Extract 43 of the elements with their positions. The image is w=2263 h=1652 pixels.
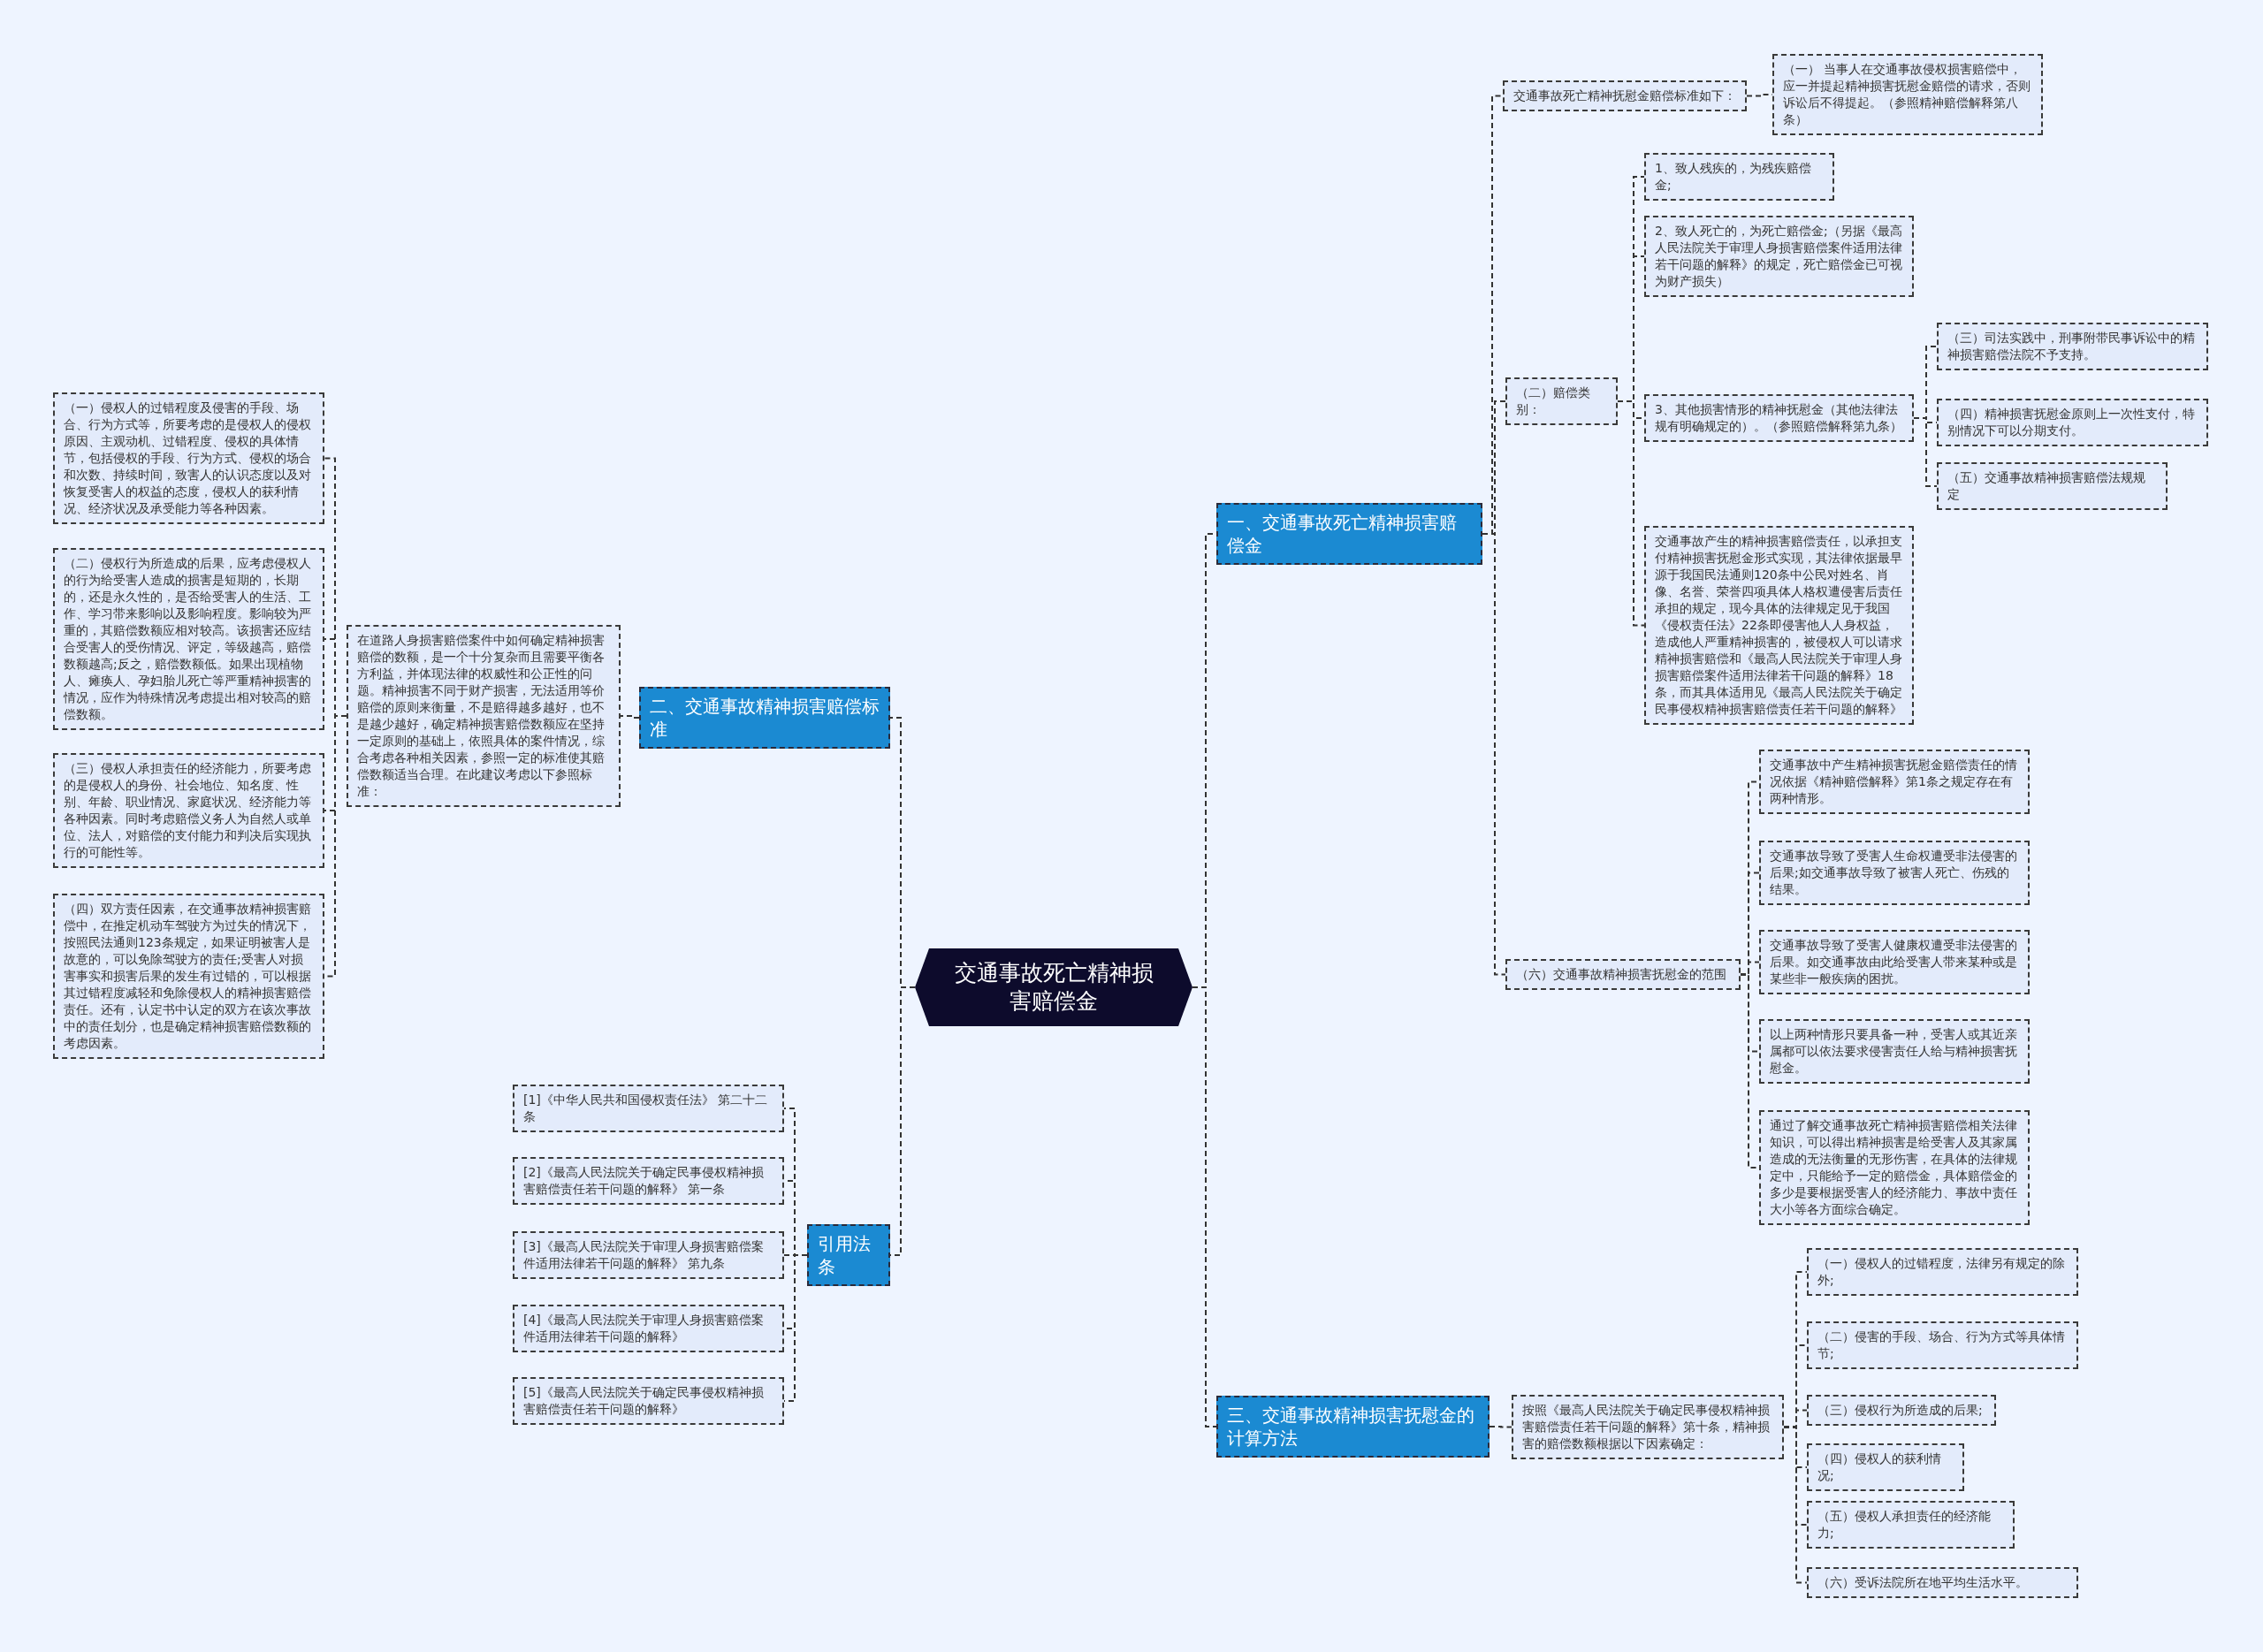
text-box: [5]《最高人民法院关于确定民事侵权精神损害赔偿责任若干问题的解释》 (513, 1377, 784, 1425)
text-box: （二）侵害的手段、场合、行为方式等具体情节; (1807, 1321, 2078, 1369)
text-box: 2、致人死亡的，为死亡赔偿金;（另据《最高人民法院关于审理人身损害赔偿案件适用法律若干问题的解释》的规定，死亡赔偿金已可视为财产损失） (1644, 216, 1914, 297)
text-box: [1]《中华人民共和国侵权责任法》 第二十二条 (513, 1085, 784, 1132)
text-box: 1、致人残疾的，为残疾赔偿金; (1644, 153, 1834, 201)
text-box: （六）受诉法院所在地平均生活水平。 (1807, 1567, 2078, 1598)
connector-line (620, 715, 640, 719)
text-box: （二）赔偿类别： (1505, 377, 1618, 425)
connector-line (1783, 1426, 1808, 1584)
text-box: （四）精神损害抚慰金原则上一次性支付，特别情况下可以分期支付。 (1937, 399, 2208, 446)
text-box: （五）侵权人承担责任的经济能力; (1807, 1501, 2015, 1549)
branch-box: 一、交通事故死亡精神损害赔偿金 (1216, 503, 1482, 565)
text-box: （一） 当事人在交通事故侵权损害赔偿中，应一并提起精神损害抚慰金赔偿的请求，否则诉讼后不得提起。（参照精神赔偿解释第八条） (1772, 54, 2043, 135)
text-box: 交通事故中产生精神损害抚慰金赔偿责任的情况依据《精神赔偿解释》第1条之规定存在有两种情形。 (1759, 750, 2030, 814)
connector-line (1913, 417, 1938, 487)
text-box: 以上两种情形只要具备一种，受害人或其近亲属都可以依法要求侵害责任人给与精神损害抚慰金。 (1759, 1019, 2030, 1084)
text-box: [4]《最高人民法院关于审理人身损害赔偿案件适用法律若干问题的解释》 (513, 1305, 784, 1352)
text-box: （四）双方责任因素，在交通事故精神损害赔偿中，在推定机动车驾驶方为过失的情况下，按照民法通则123条规定，如果证明被害人是故意的，可以免除驾驶方的责任;受害人对损害事实和损害后果的发生有过错的，可以根据其过错程度减轻和免除侵权人的精神损害赔偿责任。还有，认定书中认定的双方在该次事故中的责任划分，也是确定精神损害赔偿数额的考虑因素。 (53, 894, 324, 1059)
central-topic: 交通事故死亡精神损害赔偿金 (915, 948, 1192, 1026)
text-box: [2]《最高人民法院关于确定民事侵权精神损害赔偿责任若干问题的解释》 第一条 (513, 1157, 784, 1205)
text-box: （六）交通事故精神损害抚慰金的范围 (1505, 959, 1741, 990)
text-box: [3]《最高人民法院关于审理人身损害赔偿案件适用法律若干问题的解释》 第九条 (513, 1231, 784, 1279)
text-box: （四）侵权人的获利情况; (1807, 1443, 1964, 1491)
text-box: 通过了解交通事故死亡精神损害赔偿相关法律知识，可以得出精神损害是给受害人及其家属造成的无法衡量的无形伤害，在具体的法律规定中，只能给予一定的赔偿金，具体赔偿金的多少是要根据受害人的经济能力、事故中责任大小等各方面综合确定。 (1759, 1110, 2030, 1225)
text-box: （三）司法实践中，刑事附带民事诉讼中的精神损害赔偿法院不予支持。 (1937, 323, 2208, 370)
text-box: （一）侵权人的过错程度及侵害的手段、场合、行为方式等，所要考虑的是侵权人的侵权原因、主观动机、过错程度、侵权的具体情节，包括侵权的手段、行为方式、侵权的场合和次数、持续时间，致害人的认识态度以及对恢复受害人的权益的态度，侵权人的获利情况、经济状况及承受能力等各种因素。 (53, 392, 324, 524)
text-box: 按照《最高人民法院关于确定民事侵权精神损害赔偿责任若干问题的解释》第十条，精神损害的赔偿数额根据以下因素确定： (1512, 1395, 1784, 1459)
text-box: 交通事故产生的精神损害赔偿责任，以承担支付精神损害抚慰金形式实现，其法律依据最早源于我国民法通则120条中公民对姓名、肖像、名誉、荣誉四项具体人格权遭侵害后责任承担的规定，现今具体的法律规定见于我国《侵权责任法》22条即侵害他人人身权益，造成他人严重精神损害的，被侵权人可以请求精神损害赔偿和《最高人民法院关于审理人身损害赔偿案件适用法律若干问题的解释》18条，而其具体适用见《最高人民法院关于确定民事侵权精神损害赔偿责任若干问题的解释》 (1644, 526, 1914, 725)
text-box: （三）侵权行为所造成的后果; (1807, 1395, 1996, 1426)
connector-line (1617, 400, 1645, 627)
text-box: （一）侵权人的过错程度，法律另有规定的除外; (1807, 1248, 2078, 1296)
text-box: 在道路人身损害赔偿案件中如何确定精神损害赔偿的数额，是一个十分复杂而且需要平衡各方利益，并体现法律的权威性和公正性的问题。精神损害不同于财产损害，无法适用等价赔偿的原则来衡量，不是赔得越多越好，也不是越少越好，确定精神损害赔偿数额应在坚持一定原则的基础上，依照具体的案件情况，综合考虑各种相关因素，参照一定的标准使其赔偿数额适当合理。在此建议考虑以下参照标准： (347, 625, 621, 807)
connector-line (1489, 1426, 1512, 1428)
text-box: （五）交通事故精神损害赔偿法规规定 (1937, 462, 2168, 510)
text-box: （三）侵权人承担责任的经济能力，所要考虑的是侵权人的身份、社会地位、知名度、性别、年龄、职业情况、家庭状况、经济能力等各种因素。同时考虑赔偿义务人为自然人或单位、法人，对赔偿的支付能力和判决后实现执行的可能性等。 (53, 753, 324, 868)
branch-box: 二、交通事故精神损害赔偿标准 (639, 687, 890, 749)
text-box: 交通事故导致了受害人生命权遭受非法侵害的后果;如交通事故导致了被害人死亡、伤残的结果。 (1759, 841, 2030, 905)
text-box: 3、其他损害情形的精神抚慰金（其他法律法规有明确规定的）。（参照赔偿解释第九条） (1644, 394, 1914, 442)
branch-box: 三、交通事故精神损害抚慰金的计算方法 (1216, 1396, 1490, 1458)
text-box: （二）侵权行为所造成的后果，应考虑侵权人的行为给受害人造成的损害是短期的，长期的，还是永久性的，是否给受害人的生活、工作、学习带来影响以及影响程度。影响较为严重的，其赔偿数额应相对较高。该损害还应结合受害人的受伤情况、评定，等级越高，赔偿数额越高;反之，赔偿数额低。如果出现植物人、瘫痪人、孕妇胎儿死亡等严重精神损害的情况，应作为特殊情况考虑提出相对较高的赔偿数额。 (53, 548, 324, 730)
text-box: 交通事故死亡精神抚慰金赔偿标准如下： (1503, 80, 1747, 111)
text-box: 交通事故导致了受害人健康权遭受非法侵害的后果。如交通事故由此给受害人带来某种或是某些非一般疾病的困扰。 (1759, 930, 2030, 994)
branch-box: 引用法条 (807, 1224, 890, 1286)
